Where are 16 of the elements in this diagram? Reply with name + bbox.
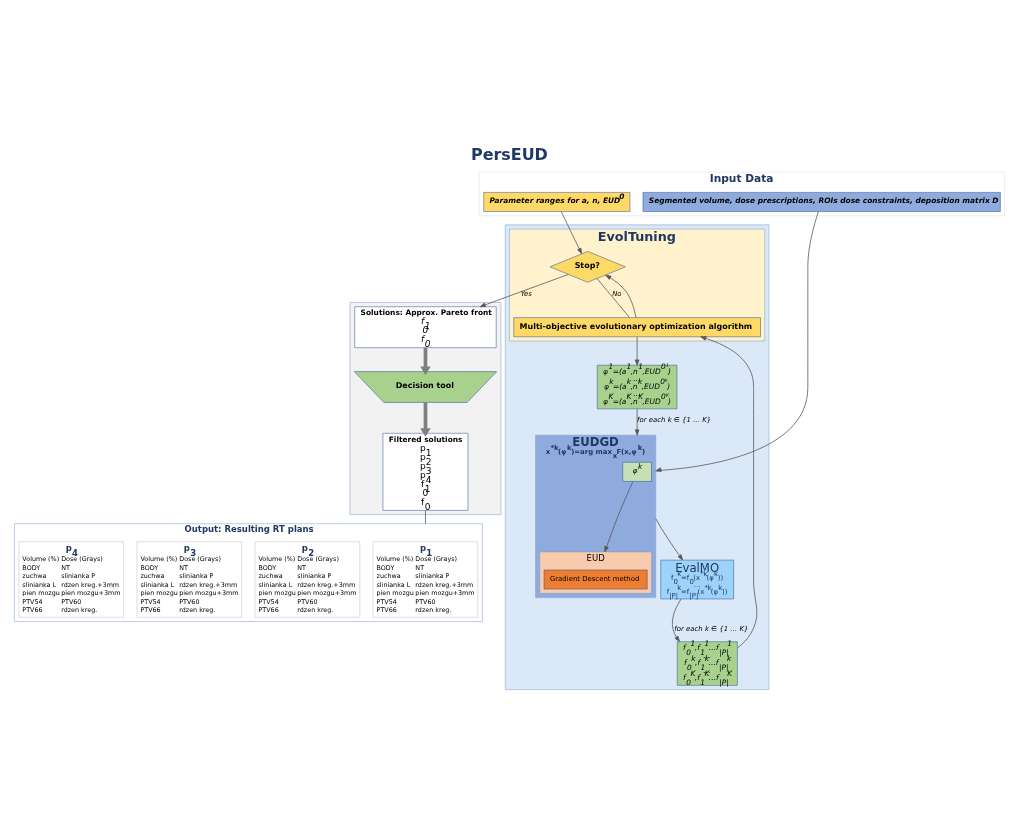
arrow [700, 335, 758, 648]
arrow [604, 480, 634, 552]
connector [425, 509, 426, 524]
arrow [671, 598, 682, 642]
arrow [634, 336, 640, 366]
connector [596, 277, 630, 318]
diagram-title: PersEUD [470, 144, 548, 164]
arrow [420, 402, 431, 437]
arrow [420, 347, 431, 375]
arrow [634, 408, 640, 436]
arrow [655, 517, 684, 560]
cluster [505, 224, 770, 690]
arrow [655, 210, 819, 472]
arrow [605, 274, 637, 318]
arrow [479, 273, 569, 307]
arrow [560, 210, 582, 254]
